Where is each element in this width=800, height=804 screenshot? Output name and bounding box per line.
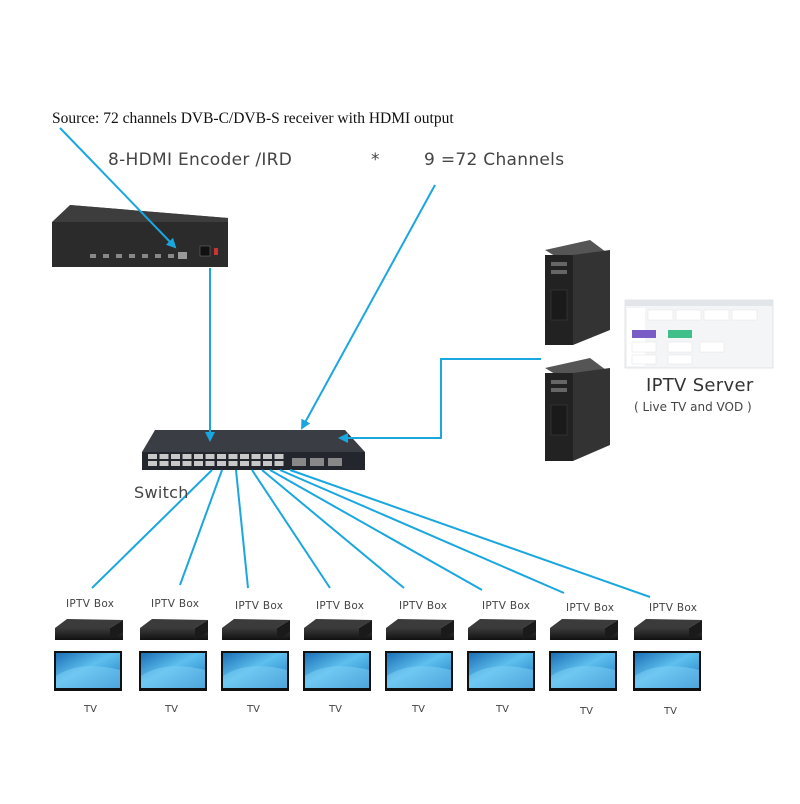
switch-port	[205, 461, 215, 466]
tv-monitor	[54, 651, 122, 691]
arrow-channels-to-switch	[301, 184, 436, 430]
switch-port	[159, 461, 169, 466]
switch-port	[194, 454, 203, 459]
arrow-source-to-encoder	[59, 127, 177, 249]
iptv-box	[386, 619, 454, 640]
switch-port	[274, 454, 284, 459]
iptv-box-label: IPTV Box	[66, 598, 115, 610]
switch-port	[240, 461, 249, 466]
encoder-device	[52, 205, 228, 267]
server-sublabel: ( Live TV and VOD )	[634, 400, 752, 414]
tv-label: TV	[165, 704, 178, 715]
server-label: IPTV Server	[646, 375, 754, 396]
encoder-ports	[90, 245, 218, 259]
iptv-box-label: IPTV Box	[566, 602, 615, 614]
switch-port	[263, 454, 272, 459]
switch-port	[148, 461, 157, 466]
tv-label: TV	[412, 704, 425, 715]
switch-port	[171, 454, 180, 459]
server-dashboard-screenshot	[624, 299, 774, 369]
tv-label: TV	[664, 706, 677, 717]
source-description: Source: 72 channels DVB-C/DVB-S receiver…	[52, 110, 454, 127]
tv-label: TV	[580, 706, 593, 717]
switch-port	[205, 454, 215, 459]
connection-lines	[59, 127, 651, 598]
switch-port	[148, 454, 157, 459]
tv-label: TV	[84, 704, 97, 715]
tv-monitor	[221, 651, 289, 691]
iptv-box	[634, 619, 702, 640]
switch-port	[240, 454, 249, 459]
box-connection-line	[251, 469, 331, 589]
iptv-box-label: IPTV Box	[235, 600, 284, 612]
switch-port	[228, 454, 238, 459]
switch-to-box-lines	[91, 469, 651, 598]
switch-port	[159, 454, 169, 459]
channels-label: 9 =72 Channels	[424, 150, 565, 170]
switch-port	[263, 461, 272, 466]
iptv-box	[550, 619, 618, 640]
switch-port	[182, 461, 192, 466]
arrow-server-to-switch	[338, 358, 541, 443]
box-connection-line	[269, 469, 483, 591]
iptv-box-label: IPTV Box	[482, 600, 531, 612]
tv-row	[54, 651, 701, 691]
switch-port	[251, 454, 261, 459]
tv-monitor	[303, 651, 371, 691]
box-connection-line	[91, 469, 213, 589]
tv-monitor	[385, 651, 453, 691]
network-switch	[142, 430, 365, 470]
iptv-box-label: IPTV Box	[151, 598, 200, 610]
iptv-box	[55, 619, 123, 640]
switch-ports	[148, 454, 284, 466]
server-tower-bottom	[545, 358, 610, 461]
switch-port	[274, 461, 284, 466]
tv-monitor	[633, 651, 701, 691]
switch-port	[182, 454, 192, 459]
switch-port	[228, 461, 238, 466]
iptv-box	[304, 619, 372, 640]
box-connection-line	[235, 469, 249, 589]
switch-port	[251, 461, 261, 466]
switch-port	[217, 454, 226, 459]
iptv-box-row	[55, 619, 702, 640]
box-connection-line	[289, 469, 651, 598]
tv-label: TV	[496, 704, 509, 715]
server-tower-top	[545, 240, 610, 345]
iptv-box	[468, 619, 536, 640]
switch-port	[194, 461, 203, 466]
encoder-label: 8-HDMI Encoder /IRD	[108, 150, 293, 170]
iptv-box	[222, 619, 290, 640]
box-connection-line	[261, 469, 405, 589]
tv-monitor	[467, 651, 535, 691]
multiply-sign: *	[371, 150, 380, 170]
tv-monitor	[139, 651, 207, 691]
box-connection-line	[179, 469, 223, 586]
tv-monitor	[549, 651, 617, 691]
switch-label: Switch	[134, 483, 189, 502]
box-connection-line	[279, 469, 565, 594]
iptv-box-label: IPTV Box	[649, 602, 698, 614]
tv-label: TV	[247, 704, 260, 715]
iptv-box-label: IPTV Box	[316, 600, 365, 612]
iptv-box	[140, 619, 208, 640]
switch-port	[217, 461, 226, 466]
iptv-box-label: IPTV Box	[399, 600, 448, 612]
switch-port	[171, 461, 180, 466]
tv-label: TV	[329, 704, 342, 715]
